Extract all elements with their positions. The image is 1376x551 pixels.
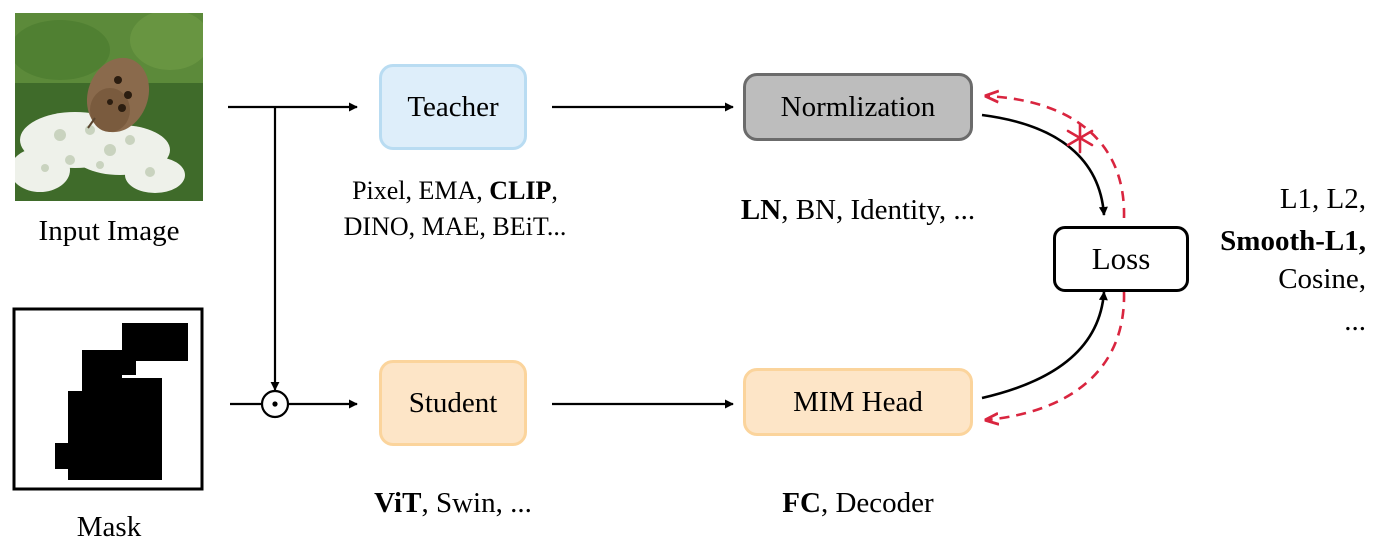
loss-box: Loss [1053,226,1189,292]
elementwise-multiply-operator [260,389,290,419]
head-option-fc: FC [782,487,821,519]
teacher-label: Teacher [407,90,499,123]
student-box: Student [379,360,527,446]
teacher-options-line1: Pixel, EMA, CLIP, [352,176,558,205]
gradient-arrow-to-head [986,291,1126,420]
student-label: Student [408,386,498,419]
teacher-option-clip: CLIP [489,176,552,205]
loss-options-line4: ... [1344,305,1366,337]
normalization-box: Normlization [743,73,973,141]
loss-label: Loss [1091,241,1151,276]
head-options: FC, Decoder [782,487,934,519]
arrow-normalization-to-loss [981,113,1108,216]
normalization-option-ln: LN [740,194,782,226]
normalization-label: Normlization [780,90,936,123]
stop-gradient-icon [1066,122,1094,154]
mim-head-box: MIM Head [743,368,973,436]
teacher-options-line2: DINO, MAE, BEiT... [343,212,567,241]
input-image-caption: Input Image [38,215,180,247]
loss-options-line2: Smooth-L1, [1220,225,1366,257]
loss-options-line1: L1, L2, [1279,183,1366,215]
input-image [15,13,203,201]
student-options: ViT, Swin, ... [374,487,532,519]
mask-image [12,307,204,491]
loss-options-line3: Cosine, [1278,263,1366,295]
mask-caption: Mask [76,511,142,543]
arrow-head-to-loss [981,291,1108,400]
mim-head-label: MIM Head [793,385,923,418]
student-option-vit: ViT [374,487,422,519]
gradient-arrow-to-normalization [986,96,1126,219]
teacher-box: Teacher [379,64,527,150]
normalization-options: LN, BN, Identity, ... [740,194,976,226]
